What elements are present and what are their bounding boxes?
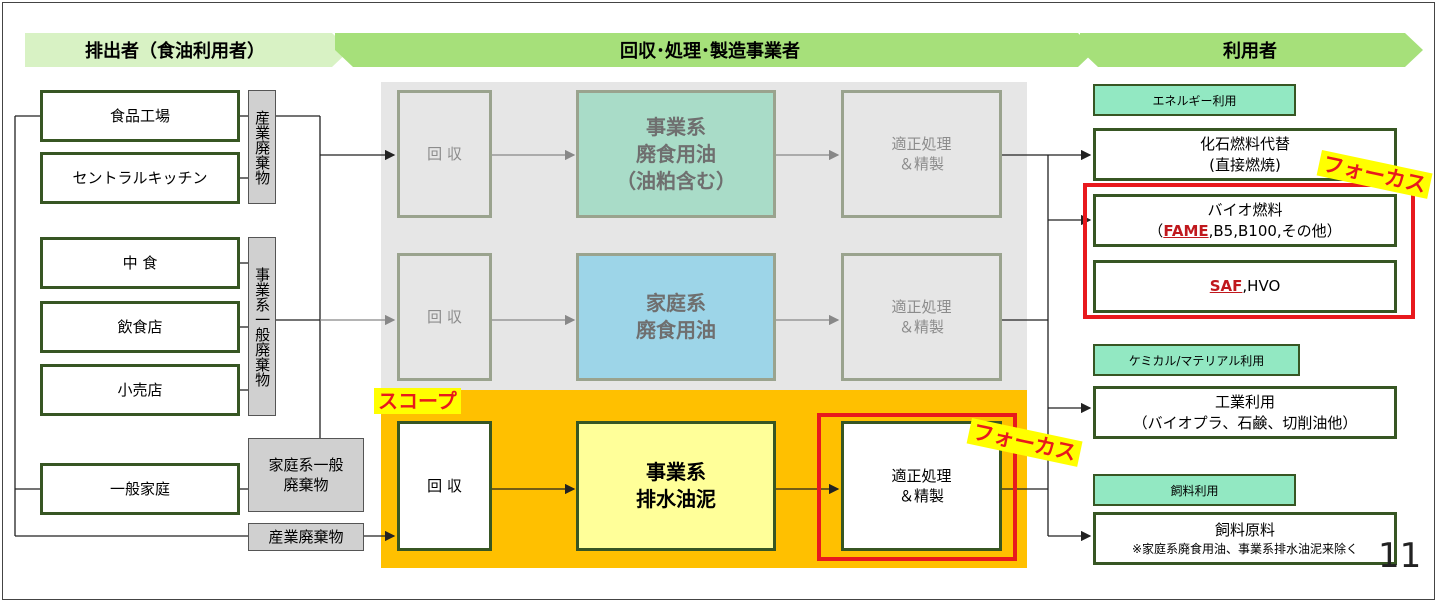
usage-tag-energy: エネルギー利用 bbox=[1093, 84, 1296, 116]
usage-bio-l2: （FAME,B5,B100,その他） bbox=[1148, 221, 1341, 241]
usage-saf: SAF,HVO bbox=[1093, 260, 1397, 313]
usage-biofuel: バイオ燃料 （FAME,B5,B100,その他） bbox=[1093, 194, 1397, 247]
usage-feed: 飼料原料 ※家庭系廃食用油、事業系排水油泥来除く bbox=[1093, 512, 1397, 565]
usage-feed-l2: ※家庭系廃食用油、事業系排水油泥来除く bbox=[1131, 541, 1359, 556]
processor-header: 回収･処理･製造事業者 bbox=[620, 41, 800, 62]
user-header: 利用者 bbox=[1223, 41, 1277, 62]
emitter-header: 排出者（食油利用者） bbox=[85, 41, 265, 62]
process-1-l2: ＆精製 bbox=[898, 155, 944, 173]
usage-fossil-l2: (直接燃焼) bbox=[1209, 155, 1281, 174]
usage-tag-feed: 飼料利用 bbox=[1093, 474, 1296, 506]
usage-industrial-l2: （バイオプラ、石鹸、切削油他） bbox=[1132, 413, 1358, 432]
collect-box-2: 回 収 bbox=[397, 253, 492, 381]
process-3-l1: 適正処理 bbox=[891, 466, 952, 485]
category-industrial-waste: 産業廃棄物 bbox=[248, 90, 276, 204]
focus-highlight-fuels bbox=[1083, 183, 1415, 319]
source-retail: 小売店 bbox=[40, 364, 240, 416]
source-food-factory: 食品工場 bbox=[40, 90, 240, 142]
material-2-l1: 家庭系 bbox=[646, 291, 706, 315]
category-household-waste: 家庭系一般 廃棄物 bbox=[248, 438, 364, 512]
process-2-l2: ＆精製 bbox=[898, 318, 944, 336]
material-1-l1: 事業系 bbox=[646, 114, 706, 139]
category-household-waste-l1: 家庭系一般 bbox=[268, 455, 344, 474]
process-box-2: 適正処理 ＆精製 bbox=[841, 253, 1002, 381]
material-2-l2: 廃食用油 bbox=[636, 318, 716, 342]
collect-box-3: 回 収 bbox=[397, 421, 492, 551]
material-household-waste-oil: 家庭系 廃食用油 bbox=[576, 253, 776, 381]
usage-bio-fame: FAME bbox=[1163, 221, 1209, 240]
usage-tag-chemical: ケミカル/マテリアル利用 bbox=[1093, 344, 1300, 376]
usage-bio-rest: ,B5,B100,その他） bbox=[1208, 221, 1342, 240]
category-business-general-waste: 事業系一般廃棄物 bbox=[248, 237, 276, 416]
source-prepared-food: 中 食 bbox=[40, 237, 240, 289]
process-1-l1: 適正処理 bbox=[891, 134, 952, 153]
usage-saf-rest: ,HVO bbox=[1242, 277, 1281, 296]
material-business-waste-oil: 事業系 廃食用油 （油粕含む） bbox=[576, 90, 776, 218]
usage-feed-l1: 飼料原料 bbox=[1214, 521, 1275, 540]
usage-industrial-l1: 工業利用 bbox=[1214, 393, 1275, 412]
usage-fossil-l1: 化石燃料代替 bbox=[1199, 135, 1290, 154]
material-1-l2: 廃食用油 bbox=[636, 141, 716, 166]
category-household-waste-l2: 廃棄物 bbox=[283, 476, 329, 494]
usage-industrial: 工業利用 （バイオプラ、石鹸、切削油他） bbox=[1093, 386, 1397, 439]
usage-bio-l1: バイオ燃料 bbox=[1207, 201, 1283, 220]
material-business-wastewater-sludge: 事業系 排水油泥 bbox=[576, 421, 776, 551]
material-3-l1: 事業系 bbox=[646, 460, 706, 484]
material-1-l3: （油粕含む） bbox=[616, 168, 736, 193]
process-3-l2: ＆精製 bbox=[898, 487, 944, 505]
usage-bio-prefix: （ bbox=[1148, 221, 1164, 240]
page-number: 11 bbox=[1378, 536, 1422, 576]
collect-box-1: 回 収 bbox=[397, 90, 492, 218]
scope-label: スコープ bbox=[374, 388, 461, 414]
source-central-kitchen: セントラルキッチン bbox=[40, 152, 240, 204]
material-3-l2: 排水油泥 bbox=[636, 487, 716, 511]
source-household: 一般家庭 bbox=[40, 463, 240, 515]
source-restaurant: 飲食店 bbox=[40, 301, 240, 353]
category-industrial-waste-bottom: 産業廃棄物 bbox=[248, 523, 364, 551]
usage-saf-label: SAF bbox=[1209, 277, 1243, 296]
process-box-1: 適正処理 ＆精製 bbox=[841, 90, 1002, 218]
focus-highlight-process bbox=[817, 413, 1017, 561]
process-2-l1: 適正処理 bbox=[891, 297, 952, 316]
